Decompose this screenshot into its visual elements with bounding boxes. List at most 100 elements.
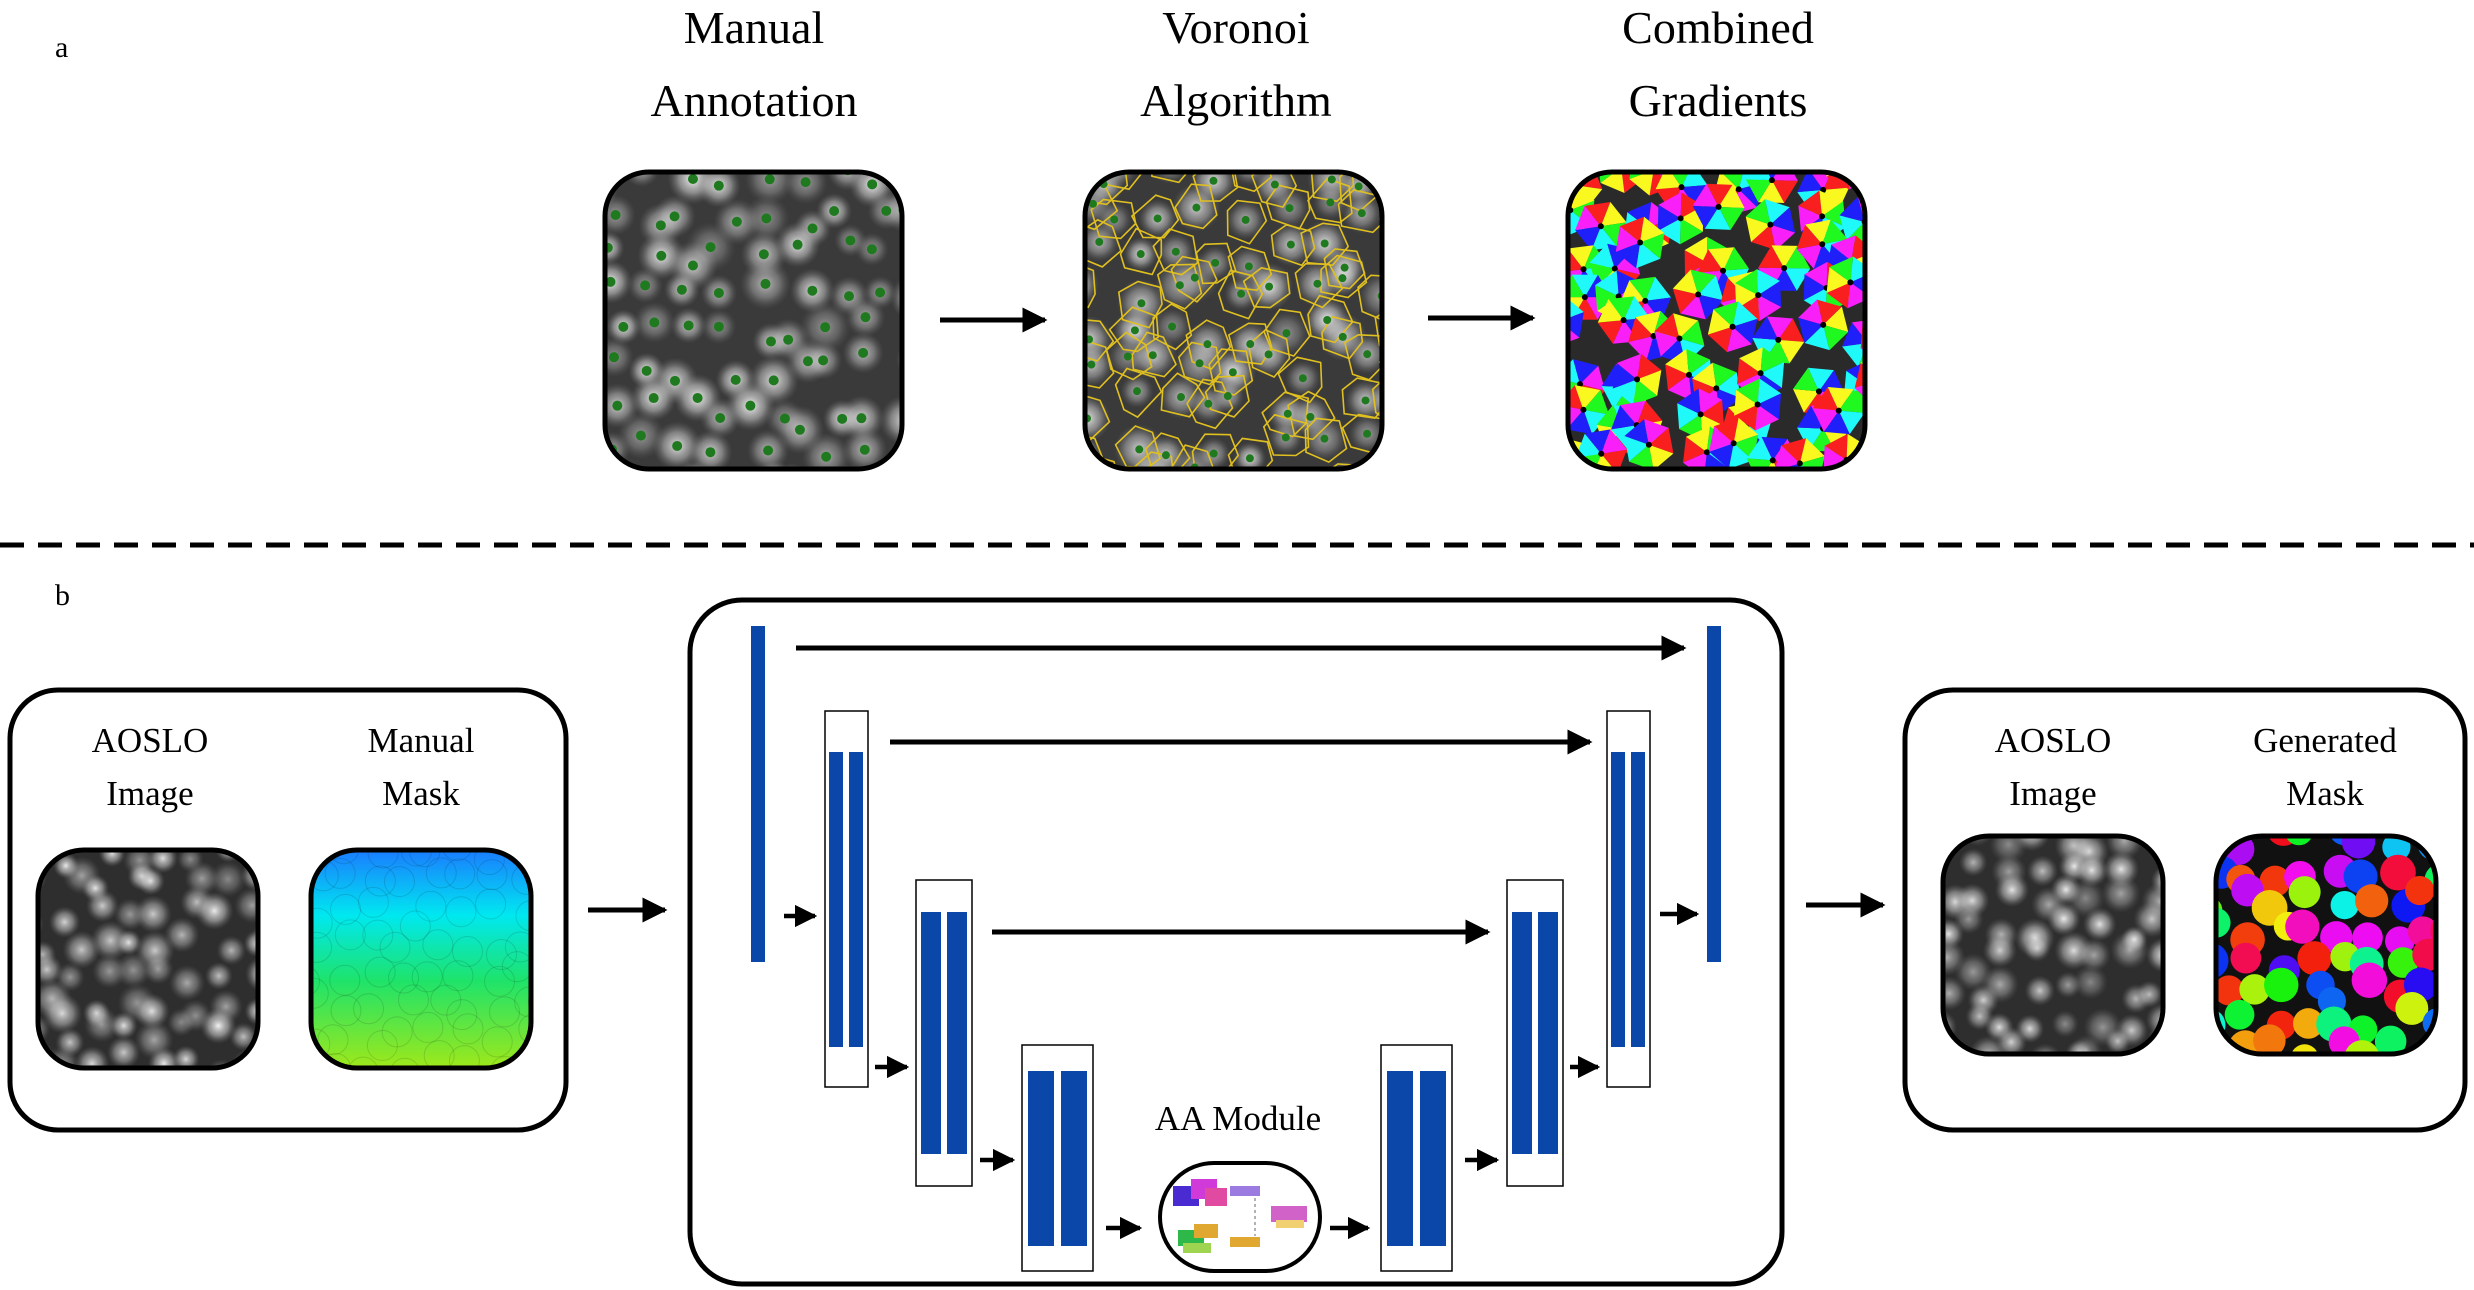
gradient-center xyxy=(1900,499,1906,505)
gradient-sector xyxy=(1904,251,1930,274)
cell-center-dot xyxy=(1286,240,1295,249)
gradient-center xyxy=(1765,502,1771,508)
gradient-sector xyxy=(1768,485,1794,510)
mask-cell xyxy=(317,1024,349,1056)
gradient-sector xyxy=(1746,458,1773,469)
gradient-center xyxy=(1755,292,1762,299)
gradient-sector xyxy=(1624,419,1649,445)
step3-title-line2: Gradients xyxy=(1629,75,1808,126)
texture-mark xyxy=(623,172,660,188)
gradient-center xyxy=(1713,385,1720,392)
texture-mark xyxy=(1378,172,1382,207)
generated-cell xyxy=(2405,876,2435,906)
generated-cell xyxy=(2259,865,2291,897)
texture-mark xyxy=(83,1006,120,1043)
texture-mark xyxy=(2143,836,2163,851)
texture-mark xyxy=(200,1007,237,1044)
step1-title-line1: Manual xyxy=(684,2,825,53)
mask-cell xyxy=(519,850,531,860)
texture-mark xyxy=(74,1046,110,1068)
step2-title-line2: Algorithm xyxy=(1140,75,1332,126)
cell-center-dot xyxy=(689,475,699,485)
gradient-sector xyxy=(1568,245,1594,270)
mask-cell xyxy=(441,850,473,862)
gradient-sector xyxy=(1597,298,1624,323)
texture-mark xyxy=(244,997,258,1025)
gradient-sector xyxy=(1819,190,1844,217)
gradient-sector xyxy=(1874,442,1900,466)
texture-mark xyxy=(692,464,741,469)
gradient-sector xyxy=(1677,403,1701,430)
voronoi-edge xyxy=(1262,413,1310,457)
gradient-sector xyxy=(1637,353,1662,380)
texture-mark xyxy=(2070,1034,2103,1054)
gradient-center xyxy=(1676,335,1683,342)
voronoi-edge xyxy=(1277,356,1323,404)
gradient-sector xyxy=(1657,204,1681,231)
gradient-center xyxy=(1742,490,1748,496)
gradient-sector xyxy=(1692,183,1719,207)
input-image-label-line2: Image xyxy=(106,774,193,813)
cell-center-dot xyxy=(860,312,871,323)
gradient-sector xyxy=(1765,199,1790,225)
mask-cell xyxy=(473,850,505,876)
gradient-sector xyxy=(1683,436,1707,463)
mask-cell xyxy=(311,1058,331,1068)
texture-mark xyxy=(48,906,81,938)
cell-center-dot xyxy=(1211,258,1220,267)
gradient-sector xyxy=(1542,476,1566,502)
gradient-sector xyxy=(1595,285,1619,312)
gradient-sector xyxy=(1745,469,1771,492)
cell-center-dot xyxy=(1110,215,1119,224)
gradient-sector xyxy=(1658,479,1683,504)
texture-mark xyxy=(231,1048,258,1068)
combined-gradients-image xyxy=(1542,169,1930,510)
cell-center-dot xyxy=(711,484,721,494)
cell-center-dot xyxy=(1320,434,1329,443)
cell-center-dot xyxy=(792,239,803,250)
texture-mark xyxy=(168,964,206,1001)
mask-cell xyxy=(383,866,415,898)
mask-cell xyxy=(399,910,431,942)
texture-mark xyxy=(223,1064,258,1068)
cell-center-dot xyxy=(845,235,856,246)
mask-cell xyxy=(320,1052,352,1068)
gradient-sector xyxy=(1896,283,1921,308)
gradient-center xyxy=(1877,378,1883,384)
gradient-sector xyxy=(1782,486,1808,510)
decoder-level2-block-a xyxy=(1611,752,1625,1047)
texture-mark xyxy=(2101,874,2141,913)
cell-center-dot xyxy=(758,249,769,260)
cell-center-dot xyxy=(648,393,659,404)
gradient-sector xyxy=(1669,480,1693,506)
texture-mark xyxy=(1381,425,1382,469)
gradient-sector xyxy=(1755,404,1779,431)
gradient-sector xyxy=(1812,386,1839,411)
cell-center-dot xyxy=(820,322,831,333)
gradient-sector xyxy=(1601,449,1627,469)
texture-mark xyxy=(1981,965,2019,1004)
mask-cell xyxy=(397,984,429,1016)
gradient-sector xyxy=(1881,224,1906,249)
voronoi-edge xyxy=(1270,224,1316,267)
voronoi-edge xyxy=(1152,228,1199,276)
gradient-sector xyxy=(1847,282,1865,309)
generated-cell xyxy=(2239,974,2270,1005)
texture-mark xyxy=(98,850,126,867)
cell-center-dot xyxy=(1363,429,1372,438)
texture-mark xyxy=(134,895,172,933)
voronoi-edge xyxy=(1170,255,1218,303)
texture-mark xyxy=(2001,1075,2032,1106)
mask-cell xyxy=(530,887,531,919)
gradient-sector xyxy=(1888,217,1913,242)
gradient-sector xyxy=(1601,429,1627,454)
cell-center-dot xyxy=(859,444,870,455)
gradient-sector xyxy=(1567,470,1591,496)
gradient-sector xyxy=(1757,393,1782,420)
gradient-sector xyxy=(1733,417,1759,444)
output-box xyxy=(1902,687,2468,1133)
texture-mark xyxy=(1386,204,1420,238)
texture-mark xyxy=(195,891,234,930)
cell-center-dot xyxy=(1168,322,1177,331)
cell-center-dot xyxy=(1246,163,1254,171)
